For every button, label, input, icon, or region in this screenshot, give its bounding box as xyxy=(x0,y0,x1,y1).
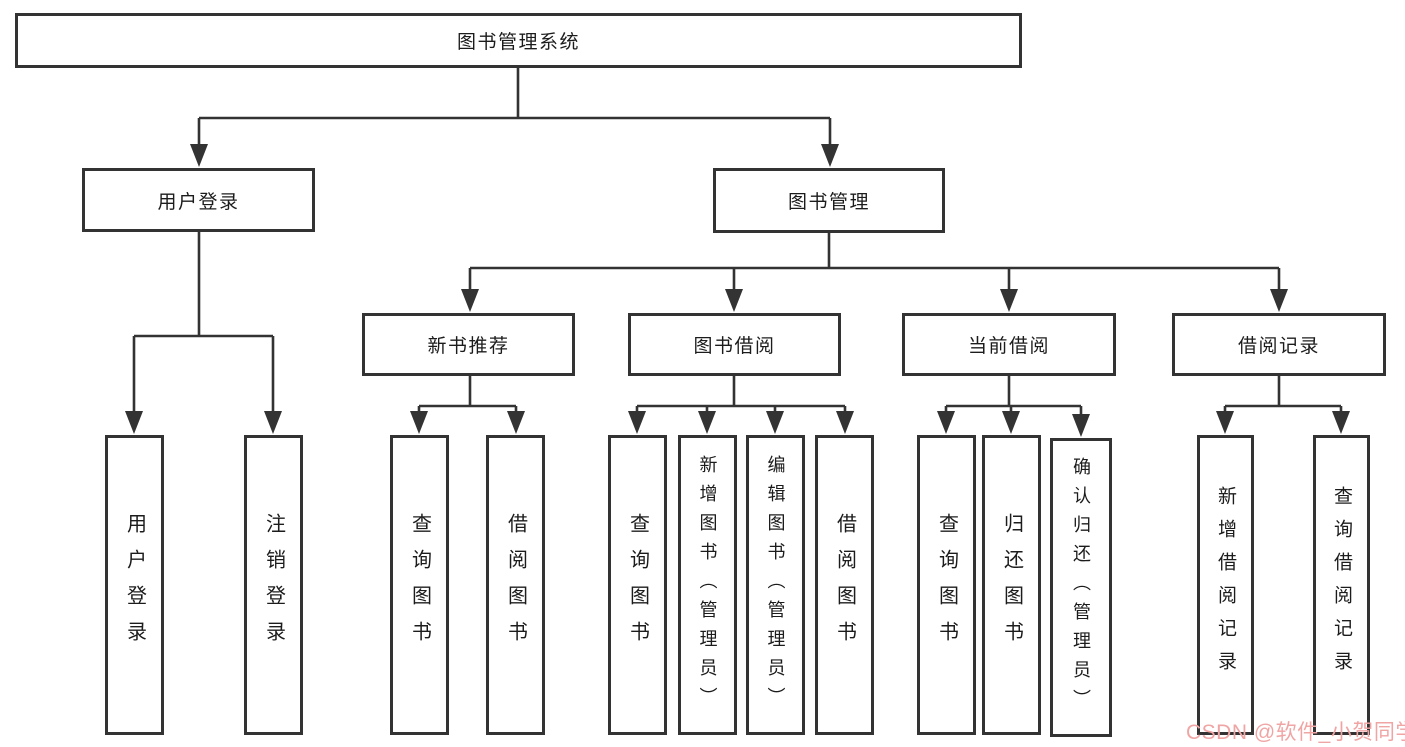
leaf-add-borrow-record: 新增借阅记录 xyxy=(1197,435,1254,735)
leaf-query-books-current: 查询图书 xyxy=(917,435,976,735)
leaf-edit-books-admin-label: 编辑图书（管理员） xyxy=(765,454,786,716)
node-book-management-branch-label: 图书管理 xyxy=(787,192,870,213)
leaf-edit-books-admin: 编辑图书（管理员） xyxy=(746,435,805,735)
arrow-down-icons xyxy=(125,144,1350,437)
leaf-user-login: 用户登录 xyxy=(105,435,164,735)
arrow-down-icon xyxy=(836,411,854,434)
arrow-down-icon xyxy=(461,289,479,312)
leaf-user-login-label: 用户登录 xyxy=(123,513,146,657)
leaf-query-books-recommend: 查询图书 xyxy=(390,435,449,735)
arrow-down-icon xyxy=(190,144,208,167)
arrow-down-icon xyxy=(1332,411,1350,434)
arrow-down-icon xyxy=(1000,289,1018,312)
node-book-borrowing: 图书借阅 xyxy=(628,313,841,376)
leaf-query-books-borrowing: 查询图书 xyxy=(608,435,667,735)
csdn-watermark: CSDN @软件_小贺同学 xyxy=(1186,721,1405,744)
arrow-down-icon xyxy=(1002,411,1020,434)
leaf-add-books-admin: 新增图书（管理员） xyxy=(678,435,737,735)
node-user-login-branch: 用户登录 xyxy=(82,168,315,232)
node-book-borrowing-label: 图书借阅 xyxy=(693,336,776,357)
arrow-down-icon xyxy=(698,411,716,434)
leaf-borrow-books-recommend: 借阅图书 xyxy=(486,435,545,735)
leaf-query-books-recommend-label: 查询图书 xyxy=(408,513,431,657)
leaf-query-books-borrowing-label: 查询图书 xyxy=(626,513,649,657)
arrow-down-icon xyxy=(821,144,839,167)
node-user-login-branch-label: 用户登录 xyxy=(157,191,240,213)
leaf-query-borrow-record-label: 查询借阅记录 xyxy=(1331,486,1352,684)
leaf-logout: 注销登录 xyxy=(244,435,303,735)
node-library-management-system: 图书管理系统 xyxy=(15,13,1022,68)
arrow-down-icon xyxy=(1216,411,1234,434)
node-current-borrowing: 当前借阅 xyxy=(902,313,1116,376)
node-book-management-branch: 图书管理 xyxy=(713,168,945,233)
leaf-borrow-books-borrowing-label: 借阅图书 xyxy=(833,513,856,657)
leaf-logout-label: 注销登录 xyxy=(262,513,285,657)
arrow-down-icon xyxy=(766,411,784,434)
connector-path xyxy=(132,68,1343,414)
node-borrow-records: 借阅记录 xyxy=(1172,313,1386,376)
arrow-down-icon xyxy=(410,411,428,434)
leaf-query-borrow-record: 查询借阅记录 xyxy=(1313,435,1370,735)
leaf-add-borrow-record-label: 新增借阅记录 xyxy=(1215,486,1236,684)
leaf-query-books-current-label: 查询图书 xyxy=(935,513,958,657)
leaf-confirm-return-admin-label: 确认归还（管理员） xyxy=(1071,457,1091,718)
arrow-down-icon xyxy=(125,411,143,434)
node-new-book-recommend-label: 新书推荐 xyxy=(427,336,510,357)
arrow-down-icon xyxy=(1270,289,1288,312)
leaf-return-books: 归还图书 xyxy=(982,435,1041,735)
arrow-down-icon xyxy=(507,411,525,434)
leaf-confirm-return-admin: 确认归还（管理员） xyxy=(1050,438,1112,737)
arrow-down-icon xyxy=(1072,414,1090,437)
arrow-down-icon xyxy=(628,411,646,434)
arrow-down-icon xyxy=(725,289,743,312)
leaf-borrow-books-recommend-label: 借阅图书 xyxy=(504,513,527,657)
node-current-borrowing-label: 当前借阅 xyxy=(967,336,1050,357)
node-new-book-recommend: 新书推荐 xyxy=(362,313,575,376)
arrow-down-icon xyxy=(264,411,282,434)
leaf-add-books-admin-label: 新增图书（管理员） xyxy=(697,454,718,716)
node-library-management-system-label: 图书管理系统 xyxy=(456,32,580,53)
leaf-borrow-books-borrowing: 借阅图书 xyxy=(815,435,874,735)
arrow-down-icon xyxy=(937,411,955,434)
leaf-return-books-label: 归还图书 xyxy=(1000,513,1023,657)
node-borrow-records-label: 借阅记录 xyxy=(1237,336,1320,357)
